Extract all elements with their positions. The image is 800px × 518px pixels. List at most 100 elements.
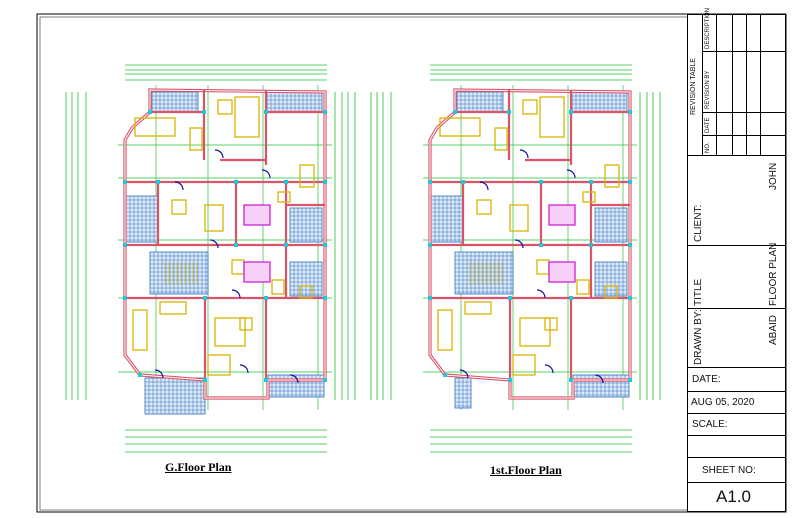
- dining-table: [548, 204, 576, 226]
- column: [428, 243, 432, 247]
- client-cell: CLIENT: JOHN: [688, 156, 785, 246]
- sheet-value: A1.0: [716, 487, 751, 506]
- column: [508, 378, 512, 382]
- dining-table: [548, 261, 576, 283]
- door-swing: [536, 289, 546, 299]
- column: [461, 180, 465, 184]
- furniture: [437, 309, 453, 351]
- column: [284, 243, 288, 247]
- title-label: TITLE: [693, 278, 704, 306]
- furniture: [189, 127, 203, 151]
- tile-area: [454, 251, 514, 295]
- furniture: [239, 317, 253, 331]
- column: [628, 243, 632, 247]
- furniture: [271, 279, 285, 295]
- column: [234, 180, 238, 184]
- date-value-cell: AUG 05, 2020: [688, 392, 785, 414]
- furniture: [132, 309, 148, 351]
- tile-area: [149, 251, 209, 295]
- door-swing: [514, 239, 524, 249]
- dining-table: [243, 204, 271, 226]
- column: [323, 243, 327, 247]
- furniture: [576, 279, 590, 295]
- column: [569, 378, 573, 382]
- column: [507, 110, 511, 114]
- furniture: [217, 99, 233, 115]
- column: [234, 243, 238, 247]
- door-swing: [174, 181, 184, 191]
- column: [428, 180, 432, 184]
- first-floor-caption: 1st.Floor Plan: [490, 463, 562, 477]
- column: [323, 110, 327, 114]
- column: [284, 180, 288, 184]
- furniture: [539, 96, 565, 138]
- column: [569, 110, 573, 114]
- furniture: [439, 117, 481, 137]
- door-swing: [154, 369, 164, 379]
- column: [138, 373, 142, 377]
- column: [148, 110, 152, 114]
- column: [628, 296, 632, 300]
- date-label: DATE:: [692, 374, 721, 385]
- drawn-by-value: ABAID: [768, 314, 779, 345]
- furniture: [512, 354, 536, 376]
- column: [264, 110, 268, 114]
- scale-label-cell: SCALE:: [688, 414, 785, 436]
- furniture: [522, 99, 538, 115]
- revision-col-description: DESCRIPTION: [705, 7, 711, 49]
- furniture: [207, 354, 231, 376]
- scale-value-cell: [688, 436, 785, 458]
- column: [323, 180, 327, 184]
- furniture: [604, 285, 618, 299]
- revision-table-heading: REVISION TABLE: [690, 58, 697, 115]
- sheet-label: SHEET NO:: [702, 465, 756, 476]
- furniture: [204, 204, 224, 232]
- column: [428, 296, 432, 300]
- column: [264, 378, 268, 382]
- door-swing: [214, 149, 224, 159]
- door-swing: [566, 169, 576, 179]
- door-swing: [231, 289, 241, 299]
- column: [123, 243, 127, 247]
- column: [202, 110, 206, 114]
- column: [569, 296, 573, 300]
- scale-label: SCALE:: [692, 419, 728, 430]
- furniture: [231, 259, 245, 275]
- door-swing: [239, 364, 249, 374]
- title-value: FLOOR PLAN: [768, 242, 779, 306]
- furniture: [159, 301, 187, 315]
- column: [628, 180, 632, 184]
- column: [628, 378, 632, 382]
- column: [156, 180, 160, 184]
- furniture: [464, 301, 492, 315]
- sheet-value-cell: A1.0: [688, 483, 785, 511]
- door-swing: [519, 149, 529, 159]
- furniture: [544, 317, 558, 331]
- client-label: CLIENT:: [693, 204, 704, 242]
- column: [628, 110, 632, 114]
- first-floor-plan: [370, 64, 661, 453]
- furniture: [509, 204, 529, 232]
- furniture: [494, 127, 508, 151]
- title-block: REVISION TABLE NO. DATE REVISION BY DESC…: [687, 8, 786, 512]
- dining-table: [243, 261, 271, 283]
- furniture: [476, 199, 492, 215]
- tile-area: [456, 91, 504, 113]
- drawn-by-cell: DRAWN BY: ABAID: [688, 309, 785, 368]
- door-swing: [594, 374, 604, 384]
- column: [203, 296, 207, 300]
- client-value: JOHN: [768, 162, 779, 190]
- date-value: AUG 05, 2020: [691, 397, 755, 408]
- column: [264, 296, 268, 300]
- column: [123, 296, 127, 300]
- revision-col-revision-by: REVISION BY: [705, 70, 711, 109]
- column: [323, 378, 327, 382]
- door-swing: [261, 169, 271, 179]
- furniture: [299, 285, 313, 299]
- column: [539, 180, 543, 184]
- column: [203, 378, 207, 382]
- furniture: [299, 164, 315, 188]
- ground-floor-caption: G.Floor Plan: [165, 460, 232, 474]
- door-swing: [479, 181, 489, 191]
